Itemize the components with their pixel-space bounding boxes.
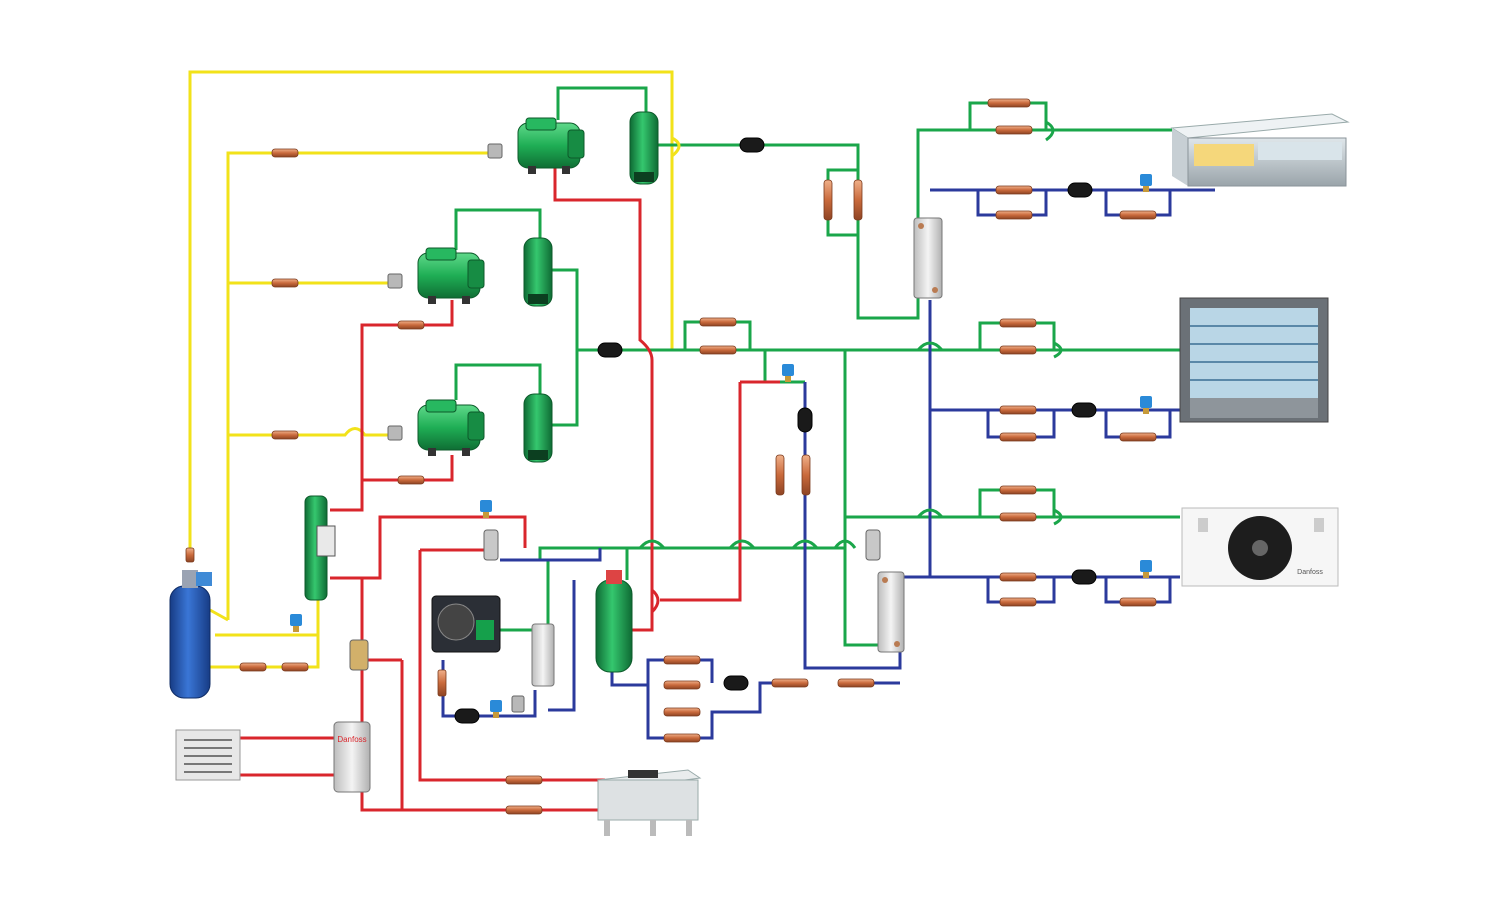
filter-drier-icon	[723, 675, 749, 691]
unit-cooler-brand: Danfoss	[1297, 569, 1323, 576]
filter-drier-icon	[1071, 569, 1097, 585]
pressure-regulator-icon	[483, 529, 499, 561]
ball-valve-icon	[837, 678, 875, 688]
filter-drier-icon	[739, 137, 765, 153]
island-freezer	[1170, 113, 1350, 187]
ball-valve-icon	[271, 148, 299, 158]
filter-drier-icon	[454, 708, 480, 724]
multideck-cabinet	[1179, 297, 1329, 423]
pressure-regulator-icon	[865, 529, 881, 561]
yellow-pipes	[188, 70, 674, 669]
compressor-1	[517, 117, 585, 174]
ball-valve-icon	[271, 278, 299, 288]
ball-valve-icon	[775, 454, 785, 496]
compressor-2	[417, 247, 485, 304]
plate-hx-heat-recovery: Danfoss	[333, 721, 371, 793]
ball-valve-icon	[663, 680, 701, 690]
ball-valve-icon	[437, 669, 447, 697]
filter-drier-icon	[1067, 182, 1093, 198]
filter-driers	[454, 137, 1097, 724]
red-pipes	[240, 168, 780, 812]
ball-valve-icon	[1119, 597, 1157, 607]
expansion-valve-icon	[387, 273, 403, 289]
ball-valve-icon	[663, 707, 701, 717]
expansion-valve-icon	[387, 425, 403, 441]
solenoid-valve-icon	[1140, 560, 1152, 578]
ball-valve-icon	[995, 185, 1033, 195]
ball-valve-icon	[397, 320, 425, 330]
compressor-3	[417, 399, 485, 456]
solenoid-valve-icon	[490, 700, 502, 718]
ball-valve-icon	[999, 345, 1037, 355]
solenoid-valves	[290, 174, 1152, 718]
condensing-unit	[431, 595, 501, 653]
filter-drier-icon	[797, 407, 813, 433]
ball-valve-icon	[1119, 210, 1157, 220]
ball-valves	[185, 98, 1157, 815]
ball-valve-icon	[271, 430, 299, 440]
ball-valve-icon	[987, 98, 1031, 108]
oil-separator	[304, 495, 336, 601]
ball-valve-icon	[999, 405, 1037, 415]
pipe-crossovers	[638, 120, 1063, 614]
ball-valve-icon	[1119, 432, 1157, 442]
ball-valve-icon	[699, 317, 737, 327]
ball-valve-icon	[999, 597, 1037, 607]
ball-valve-icon	[663, 655, 701, 665]
ball-valve-icon	[801, 454, 811, 496]
ball-valve-icon	[505, 775, 543, 785]
unit-cooler: Danfoss	[1181, 507, 1339, 587]
liquid-receiver-blue	[169, 570, 212, 699]
scroll-compressor-3	[523, 393, 553, 463]
ball-valve-icon	[999, 318, 1037, 328]
solenoid-valve-icon	[480, 500, 492, 518]
scroll-compressor-2	[523, 237, 553, 307]
ball-valve-icon	[823, 179, 833, 221]
plate-hx-1	[913, 217, 943, 299]
three-way-valve-icon	[349, 639, 369, 671]
expansion-valve-icon	[487, 143, 503, 159]
ball-valve-icon	[999, 485, 1037, 495]
ball-valve-icon	[281, 662, 309, 672]
filter-drier-icon	[597, 342, 623, 358]
ball-valve-icon	[999, 572, 1037, 582]
filter-drier-icon	[1071, 402, 1097, 418]
ball-valve-icon	[185, 547, 195, 563]
plate-hx-2	[877, 571, 905, 653]
ball-valve-icon	[663, 733, 701, 743]
hx-logo-text: Danfoss	[337, 735, 366, 744]
regulating-valves	[349, 143, 881, 713]
blue-pipes	[441, 188, 1215, 740]
ball-valve-icon	[397, 475, 425, 485]
ball-valve-icon	[771, 678, 809, 688]
scroll-compressor-1	[629, 111, 659, 185]
ball-valve-icon	[699, 345, 737, 355]
liquid-receiver-green	[595, 570, 633, 673]
solenoid-valve-icon	[782, 364, 794, 382]
dry-cooler	[596, 769, 702, 836]
plate-hx-3	[531, 623, 555, 687]
ball-valve-icon	[995, 125, 1033, 135]
solenoid-valve-icon	[1140, 396, 1152, 414]
ball-valve-icon	[853, 179, 863, 221]
air-heater	[175, 729, 241, 781]
ball-valve-icon	[505, 805, 543, 815]
ball-valve-icon	[999, 432, 1037, 442]
solenoid-valve-icon	[290, 614, 302, 632]
expansion-valve-icon	[511, 695, 525, 713]
solenoid-valve-icon	[1140, 174, 1152, 192]
ball-valve-icon	[995, 210, 1033, 220]
ball-valve-icon	[999, 512, 1037, 522]
ball-valve-icon	[239, 662, 267, 672]
